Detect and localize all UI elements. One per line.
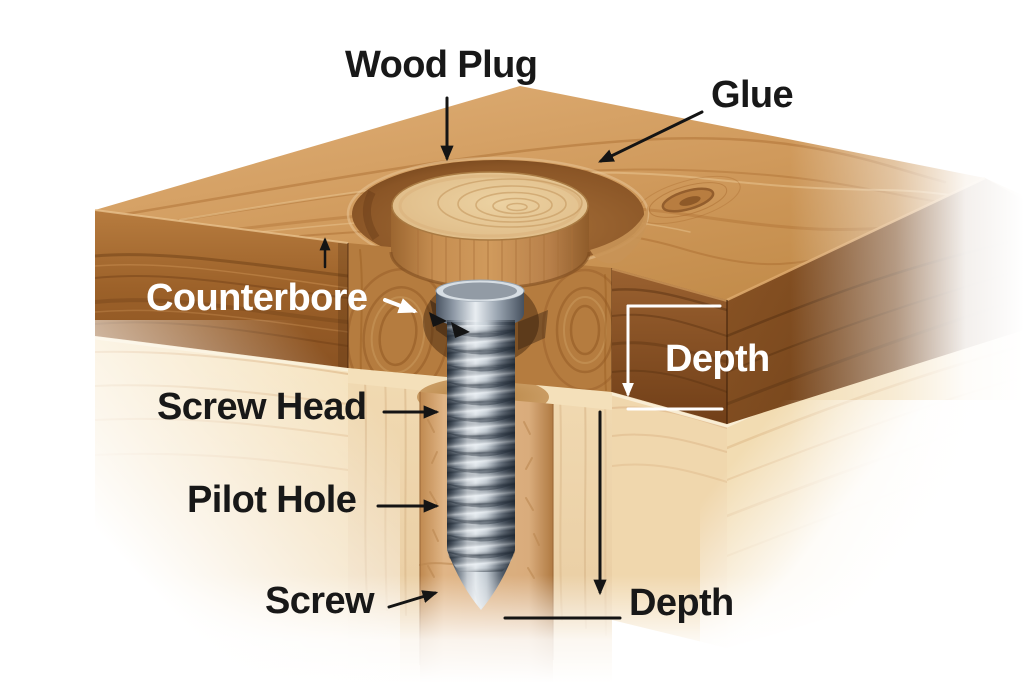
screw-head-body: [436, 291, 524, 328]
screw-graphic: [430, 279, 548, 610]
wood-grain-decoration: [612, 288, 727, 393]
label-pilot-hole: Pilot Hole: [187, 479, 357, 521]
arrow-glue: [598, 110, 704, 163]
arrow-counterbore-small-1: [429, 312, 447, 327]
arrow-screw: [387, 590, 439, 609]
depth-dimension-lower: [503, 410, 622, 620]
label-wood-plug: Wood Plug: [345, 44, 538, 86]
arrow-counterbore-small-2: [451, 322, 470, 338]
label-screw: Screw: [265, 580, 375, 622]
arrow-counterbore-white: [383, 298, 418, 314]
depth-dimension-upper: [622, 304, 724, 411]
label-screw-head: Screw Head: [157, 386, 367, 428]
label-depth-upper: Depth: [665, 338, 770, 380]
label-counterbore: Counterbore: [146, 277, 368, 319]
wood-knot: [661, 187, 715, 213]
label-depth-lower: Depth: [629, 582, 734, 624]
annotation-arrows: [319, 96, 724, 620]
plug-growth-rings: [437, 178, 583, 228]
label-glue: Glue: [711, 74, 794, 116]
counterbore-gap-shadow: [518, 310, 548, 350]
